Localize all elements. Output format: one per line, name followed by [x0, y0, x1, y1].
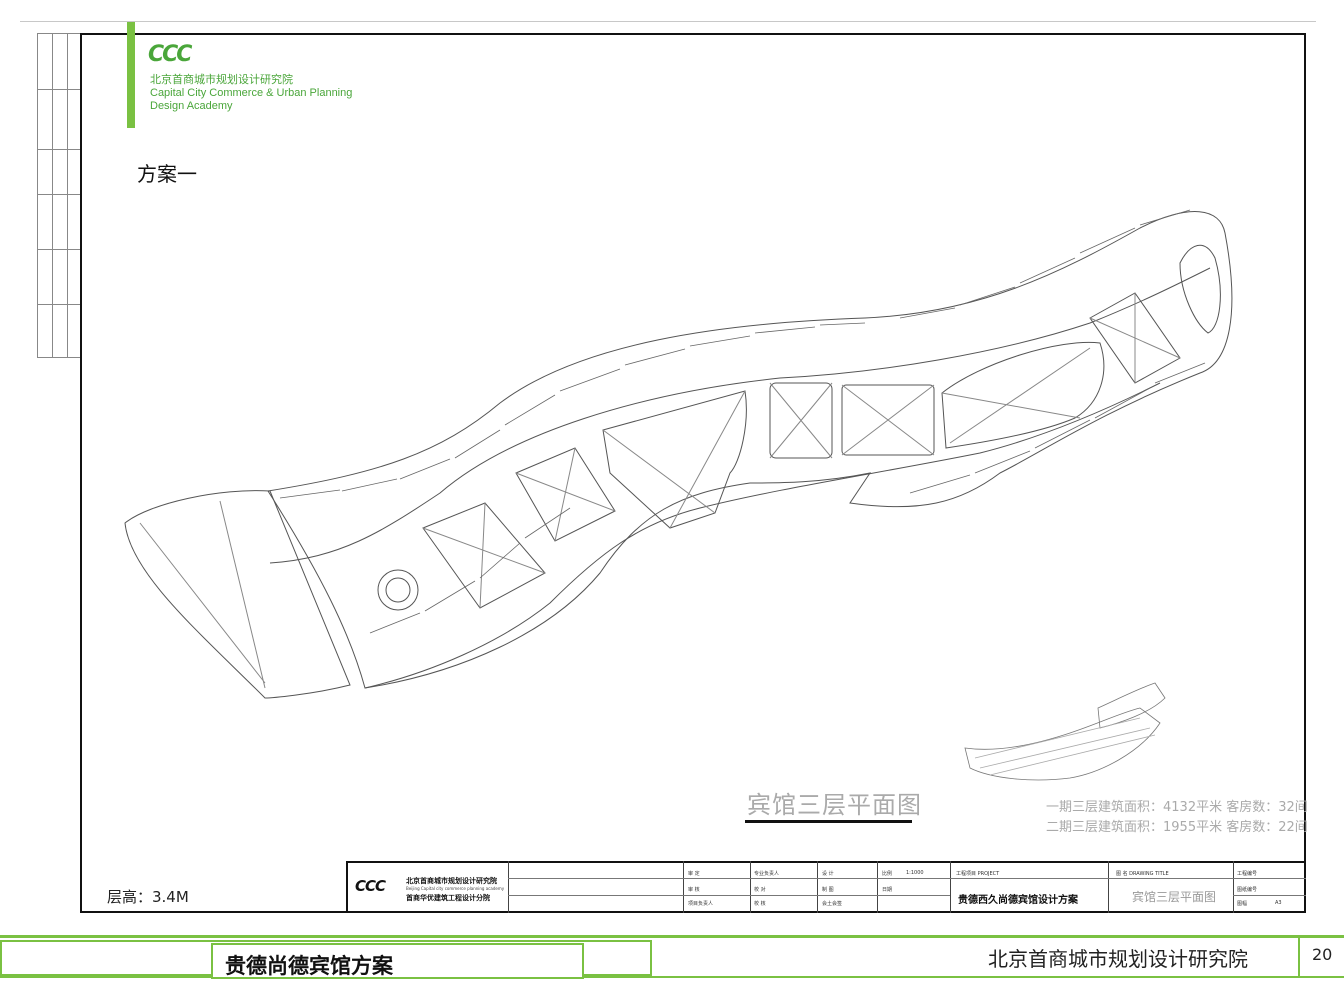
role-verify: 校 核: [754, 901, 766, 907]
project-number-label: 工程编号: [1237, 871, 1258, 877]
logo-mark: CCC: [148, 42, 192, 67]
building-outer-edge: [267, 211, 1233, 689]
drawing-title-label: 图 名 DRAWING TITLE: [1116, 871, 1169, 877]
role-discipline-lead: 专业负责人: [754, 871, 780, 877]
role-project-lead: 项目负责人: [688, 901, 714, 907]
date-label: 日期: [882, 887, 893, 893]
title-block-org-en: Beijing Capital city commerce planning a…: [406, 886, 505, 891]
role-review: 审 核: [688, 887, 700, 893]
scale-label: 比例: [882, 871, 893, 877]
project-name: 贵德西久尚德宾馆设计方案: [958, 895, 1078, 906]
stats-phase2: 二期三层建筑面积：1955平米 客房数：22间: [1046, 820, 1308, 835]
title-block-org: 北京首商城市规划设计研究院: [406, 877, 497, 885]
footer-title-box: 贵德尚德宾馆方案: [211, 943, 584, 979]
logo-name-cn: 北京首商城市规划设计研究院: [150, 73, 293, 86]
plan-title-underline: [745, 820, 912, 823]
scheme-label: 方案一: [137, 162, 197, 186]
role-check: 校 对: [754, 887, 766, 893]
sheet-size-value: A3: [1275, 900, 1282, 906]
round-stair: [377, 569, 419, 611]
footer-top-rule: [0, 935, 1344, 938]
logo-accent-bar: [127, 22, 135, 128]
role-drafting: 制 图: [822, 887, 834, 893]
key-plan: [964, 682, 1166, 781]
title-block-logo: CCC: [355, 877, 386, 895]
courtyard-5: [841, 384, 935, 456]
floor-height-label: 层高：3.4M: [107, 888, 189, 906]
west-wing-outline: [124, 490, 351, 699]
footer-title: 贵德尚德宾馆方案: [225, 953, 393, 978]
sheet-size-label: 图幅: [1237, 901, 1248, 907]
east-wing-outline: [1179, 245, 1221, 334]
building-inner-edge: [269, 267, 1211, 564]
top-rule: [20, 21, 1316, 22]
courtyard-3: [602, 390, 747, 529]
logo-name-en: Capital City Commerce & Urban Planning D…: [150, 87, 353, 112]
drawing-number-label: 图纸编号: [1237, 887, 1258, 893]
project-label: 工程项目 PROJECT: [956, 871, 1000, 877]
scale-value: 1:1000: [906, 870, 924, 876]
courtyard-6: [941, 341, 1105, 449]
footer-org: 北京首商城市规划设计研究院: [988, 947, 1248, 971]
page-number: 20: [1312, 945, 1333, 964]
floor-plan-drawing: [124, 209, 1233, 781]
plan-title: 宾馆三层平面图: [747, 791, 922, 819]
title-block-branch: 首商华优建筑工程设计分院: [406, 894, 490, 902]
courtyard-4: [769, 382, 833, 459]
role-countersign: 会土会签: [822, 901, 843, 907]
role-design: 设 计: [822, 871, 834, 877]
stats-phase1: 一期三层建筑面积：4132平米 客房数：32间: [1046, 800, 1308, 815]
binding-strip: [37, 33, 81, 358]
title-block: [346, 861, 1306, 913]
area-stats: 一期三层建筑面积：4132平米 客房数：32间 二期三层建筑面积：1955平米 …: [1046, 798, 1308, 838]
role-approve: 审 定: [688, 871, 700, 877]
drawing-name: 宾馆三层平面图: [1132, 890, 1217, 904]
footer-bar: [0, 938, 1344, 978]
footer-separator: [1298, 938, 1300, 976]
